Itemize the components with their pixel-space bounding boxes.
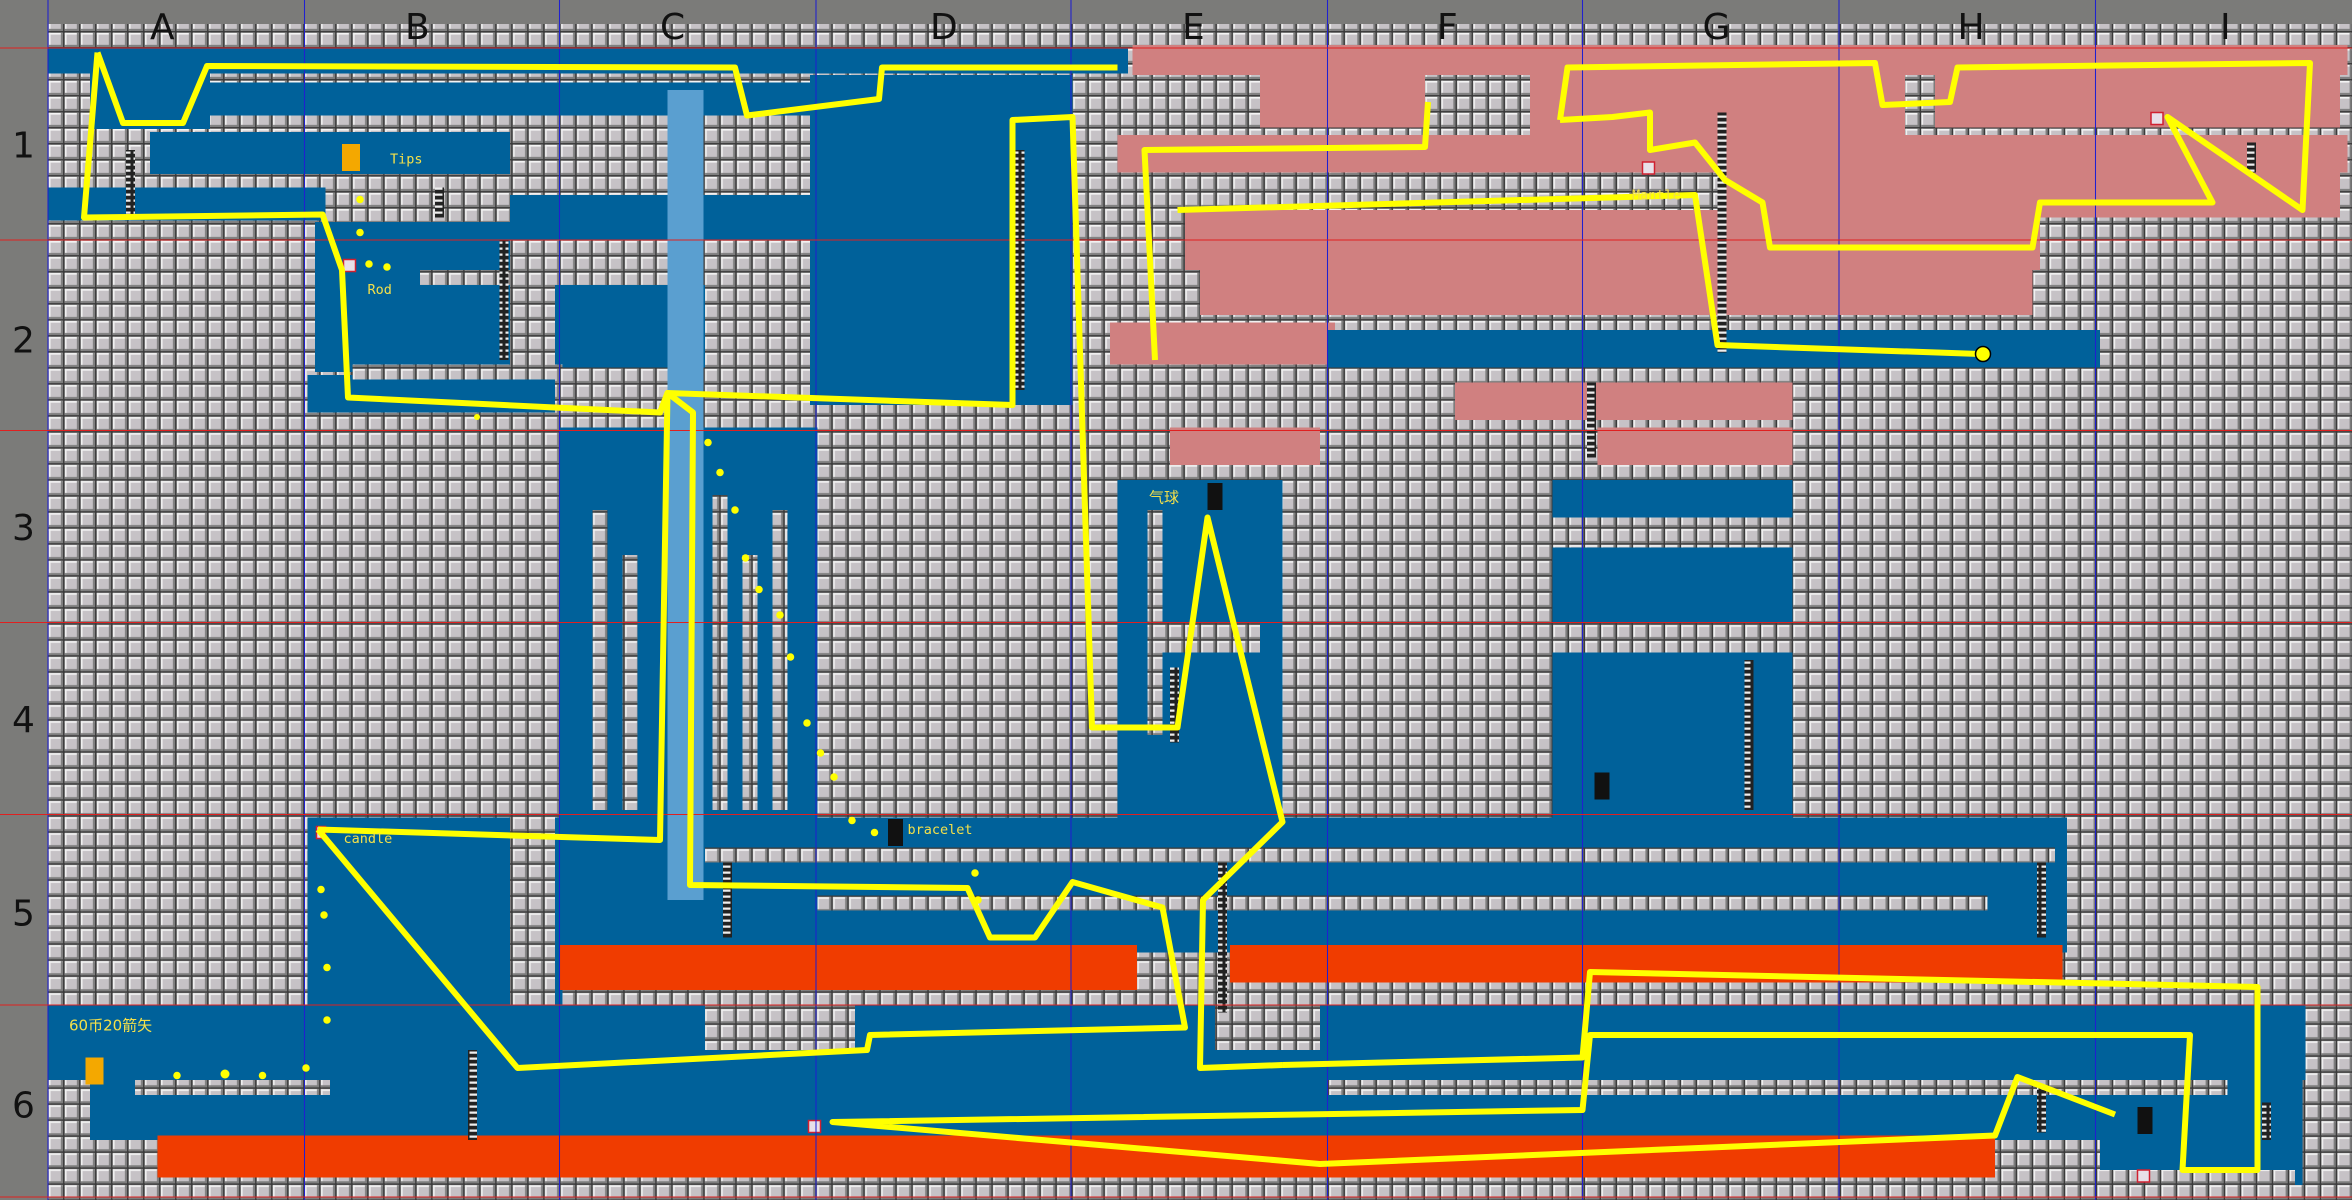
item-label-mantle: Mantle — [1632, 188, 1681, 204]
route-path — [81, 51, 2313, 1173]
item-label-candle: candle — [344, 831, 393, 847]
row-label: 5 — [12, 894, 35, 935]
item-label-shop: 60币20箭矢 — [69, 1017, 152, 1035]
column-label: H — [1958, 7, 1985, 48]
item-label-balloon: 气球 — [1149, 489, 1179, 507]
ladders — [126, 112, 2271, 1140]
item-label-bracelet: bracelet — [908, 822, 973, 838]
route-end-marker — [1974, 345, 1992, 363]
column-label: D — [930, 7, 958, 48]
item-label-tips: Tips — [390, 152, 423, 168]
column-label: B — [405, 7, 430, 48]
tips-door[interactable] — [342, 144, 360, 171]
column-label: I — [2220, 7, 2231, 48]
row-label: 1 — [12, 126, 35, 167]
row-label: 6 — [12, 1086, 35, 1127]
row-label: 4 — [12, 700, 35, 741]
waterfall — [667, 90, 704, 900]
shop-door[interactable] — [85, 1057, 104, 1085]
column-label: F — [1437, 7, 1458, 48]
column-label: A — [150, 7, 175, 48]
door[interactable] — [1594, 772, 1610, 800]
row-labels: 1 2 3 4 5 6 — [12, 126, 35, 1127]
grid-lines-horizontal — [0, 47, 2352, 1198]
row-label: 2 — [12, 321, 35, 362]
row-label: 3 — [12, 508, 35, 549]
grid-lines-vertical — [47, 0, 2097, 1200]
balloon-door[interactable] — [1207, 483, 1223, 510]
route-dots — [173, 195, 982, 1080]
bracelet-door[interactable] — [888, 819, 903, 846]
column-label: C — [660, 7, 685, 48]
column-labels: A B C D E F G H I — [150, 7, 2231, 48]
column-label: G — [1703, 7, 1731, 48]
door[interactable] — [2137, 1107, 2153, 1134]
column-label: E — [1182, 7, 1205, 48]
item-label-rod: Rod — [368, 282, 392, 298]
